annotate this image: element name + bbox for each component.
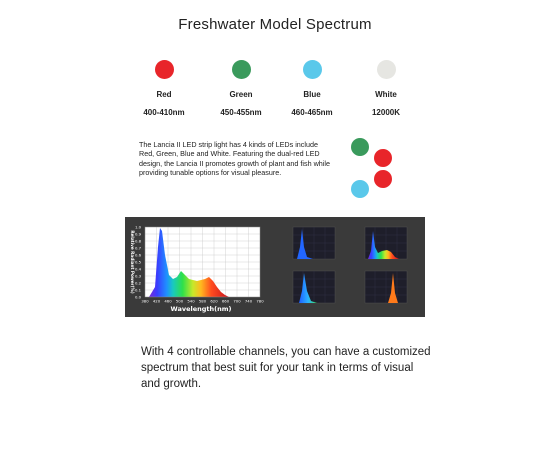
y-tick-labels: 1.0 0.9 0.8 0.7 0.6 0.5 0.4 0.3 0.2 0.1 … [135, 225, 142, 300]
x-tick-label: 740 [245, 299, 253, 304]
white-led-icon [376, 60, 396, 79]
y-tick-label: 0.7 [135, 246, 142, 251]
blue-led-icon [302, 60, 322, 79]
cluster-blue-led-icon [351, 180, 369, 198]
x-tick-labels: 380 420 460 500 540 580 620 660 700 740 … [141, 299, 264, 304]
x-tick-label: 580 [199, 299, 207, 304]
led-white-range: 12000K [371, 108, 401, 117]
x-tick-label: 780 [256, 299, 264, 304]
y-tick-label: 0.5 [135, 260, 142, 265]
led-white: White 12000K [346, 60, 426, 117]
page-title: Freshwater Model Spectrum [178, 16, 372, 33]
y-tick-label: 0.1 [135, 288, 142, 293]
mini-chart-blue [292, 226, 336, 260]
x-tick-label: 420 [153, 299, 161, 304]
y-tick-label: 0.3 [135, 274, 142, 279]
y-tick-label: 0.2 [135, 281, 142, 286]
cluster-green-led-icon [351, 138, 369, 156]
mini-chart-white [364, 226, 408, 260]
x-tick-label: 500 [176, 299, 184, 304]
green-led-icon [231, 60, 251, 79]
led-description: The Lancia II LED strip light has 4 kind… [139, 140, 330, 178]
x-axis-label: Wavelength(nm) [171, 305, 232, 313]
spectrum-graphics: 1.0 0.9 0.8 0.7 0.6 0.5 0.4 0.3 0.2 0.1 … [130, 225, 408, 313]
y-axis-label: Relative Radiant Power(%) [130, 230, 135, 293]
y-tick-label: 0.0 [135, 295, 142, 300]
led-red-name: Red [156, 90, 172, 99]
led-blue-name: Blue [303, 90, 321, 99]
mini-chart-red [364, 270, 408, 304]
led-green-range: 450-455nm [220, 108, 262, 117]
led-blue: Blue 460-465nm [272, 60, 352, 117]
y-tick-label: 1.0 [135, 225, 142, 230]
cluster-red-led-icon [374, 149, 392, 167]
led-green-name: Green [229, 90, 253, 99]
channels-text: With 4 controllable channels, you can ha… [141, 346, 431, 390]
x-tick-label: 460 [164, 299, 172, 304]
red-led-icon [154, 60, 174, 79]
led-types-row: Red 400-410nm Green 450-455nm Blue 460-4… [0, 60, 550, 120]
y-tick-label: 0.9 [135, 232, 142, 237]
led-red: Red 400-410nm [124, 60, 204, 117]
led-blue-range: 460-465nm [291, 108, 333, 117]
x-tick-label: 620 [210, 299, 218, 304]
x-tick-label: 540 [187, 299, 195, 304]
y-tick-label: 0.4 [135, 267, 142, 272]
led-red-range: 400-410nm [143, 108, 185, 117]
y-tick-label: 0.6 [135, 253, 142, 258]
main-spectrum-curve [149, 228, 229, 297]
x-tick-label: 700 [233, 299, 241, 304]
cluster-red-led-icon [374, 170, 392, 188]
led-green: Green 450-455nm [201, 60, 281, 117]
x-tick-label: 660 [222, 299, 230, 304]
led-white-name: White [375, 90, 397, 99]
y-tick-label: 0.8 [135, 239, 142, 244]
x-tick-label: 380 [141, 299, 149, 304]
spectrum-panel: 1.0 0.9 0.8 0.7 0.6 0.5 0.4 0.3 0.2 0.1 … [125, 217, 425, 317]
mini-chart-green [292, 270, 336, 304]
